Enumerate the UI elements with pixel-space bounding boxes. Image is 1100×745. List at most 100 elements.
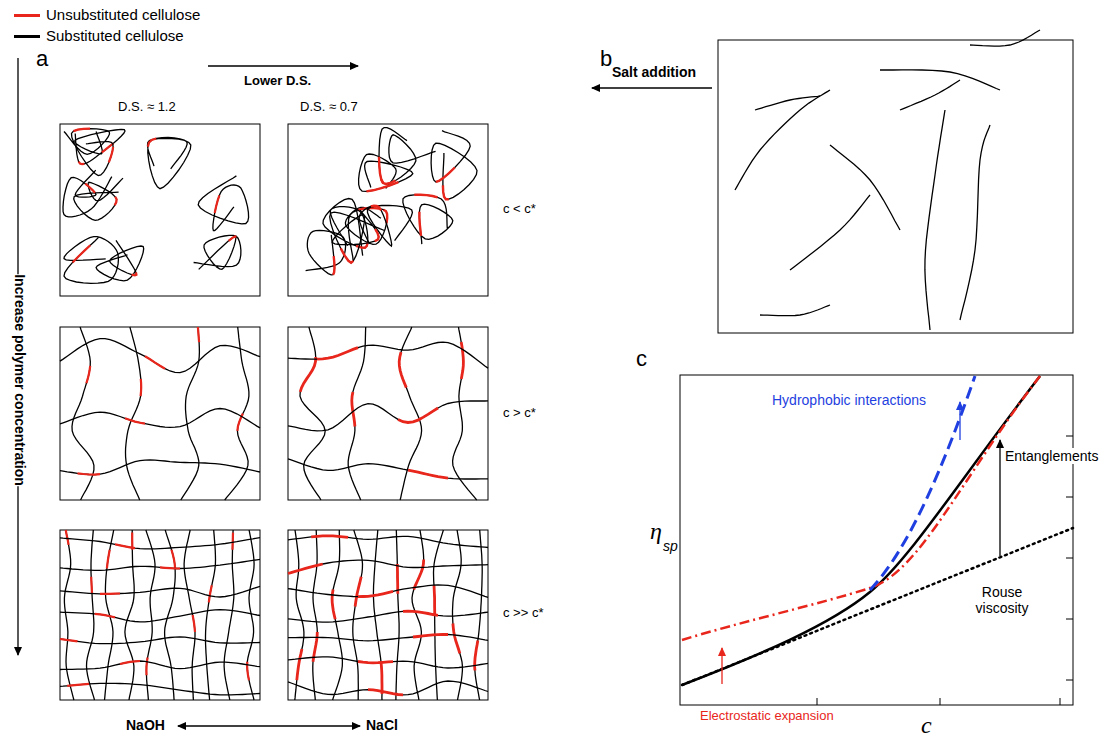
- polymer-chain: [64, 129, 113, 176]
- unsubstituted-segment: [461, 342, 463, 379]
- polymer-chain: [295, 530, 304, 700]
- unsubstituted-segment: [300, 357, 316, 392]
- polymer-chain: [288, 681, 488, 695]
- rod-chain: [755, 96, 820, 110]
- axis-tick: [1066, 558, 1073, 559]
- axis-label: c: [921, 712, 932, 740]
- unsubstituted-segment: [413, 634, 448, 637]
- unsubstituted-segment: [352, 392, 355, 427]
- axis-label: η: [650, 518, 662, 546]
- axis-tick: [1066, 436, 1073, 437]
- polymer-chain: [60, 637, 260, 644]
- polymer-chain: [431, 131, 477, 200]
- legend-text: Substituted cellulose: [46, 27, 184, 44]
- polymer-chain: [288, 536, 488, 548]
- axis-tick: [1066, 680, 1073, 681]
- curve: [682, 376, 1040, 640]
- rod-chain: [830, 145, 900, 230]
- rod-chain: [970, 30, 1040, 46]
- unsubstituted-segment: [60, 639, 78, 641]
- panel-letter: c: [636, 346, 647, 371]
- polymer-chain: [403, 195, 453, 244]
- ds-label: D.S. ≈ 0.7: [300, 100, 358, 115]
- plot-frame: [680, 375, 1073, 705]
- unsubstituted-segment: [436, 168, 455, 182]
- rod-chain: [760, 305, 830, 316]
- unsubstituted-segment: [85, 184, 95, 193]
- polymer-chain: [60, 559, 260, 570]
- arrow-label: Salt addition: [612, 64, 696, 80]
- unsubstituted-segment: [132, 273, 137, 276]
- annotation: Rouse viscosity: [966, 584, 1038, 616]
- polymer-chain: [288, 611, 488, 622]
- panel-box: [60, 327, 260, 500]
- polymer-chain: [332, 530, 342, 700]
- unsubstituted-segment: [381, 662, 382, 694]
- polymer-chain: [181, 327, 200, 500]
- polymer-chain: [475, 530, 483, 700]
- polymer-chain: [60, 661, 260, 670]
- unsubstituted-segment: [125, 418, 145, 423]
- unsubstituted-segment: [358, 591, 393, 596]
- axis-label: sp: [663, 538, 678, 554]
- unsubstituted-segment: [145, 356, 165, 368]
- panel-box: [60, 530, 260, 700]
- rod-chain: [925, 110, 945, 330]
- arrow: [721, 648, 722, 684]
- unsubstituted-segment: [120, 661, 140, 664]
- unsubstituted-segment: [198, 327, 199, 342]
- arrow: [959, 402, 960, 440]
- arrow: [178, 725, 360, 726]
- polymer-chain: [247, 530, 254, 700]
- unsubstituted-segment: [379, 157, 383, 183]
- unsubstituted-segment: [115, 544, 135, 548]
- concentration-label: c >> c*: [503, 606, 543, 621]
- polymer-chain: [353, 530, 363, 700]
- polymer-chain: [399, 327, 421, 500]
- polymer-chain: [125, 530, 134, 700]
- unsubstituted-segment: [193, 615, 195, 632]
- unsubstituted-segment: [311, 536, 348, 538]
- rod-chain: [900, 80, 960, 110]
- unsubstituted-segment: [109, 147, 113, 163]
- unsubstituted-segment: [73, 245, 91, 262]
- polymer-chain: [288, 459, 488, 479]
- unsubstituted-segment: [86, 366, 90, 383]
- axis-tick: [1066, 619, 1073, 620]
- unsubstituted-segment: [332, 590, 335, 620]
- curve: [870, 376, 975, 590]
- unsubstituted-segment: [67, 684, 89, 686]
- unsubstituted-segment: [231, 533, 234, 550]
- salt-label: NaOH: [126, 717, 165, 733]
- panel-box: [60, 124, 260, 296]
- polymer-chain: [60, 460, 260, 475]
- polymer-chain: [60, 409, 260, 428]
- unsubstituted-segment: [107, 550, 110, 569]
- legend-swatch: [14, 35, 40, 38]
- unsubstituted-segment: [297, 649, 302, 680]
- unsubstituted-segment: [403, 611, 438, 615]
- polymer-chain: [60, 339, 260, 373]
- unsubstituted-segment: [66, 530, 69, 545]
- rod-chain: [960, 125, 990, 320]
- polymer-chain: [206, 530, 216, 700]
- polymer-chain: [198, 176, 248, 231]
- concentration-label: c > c*: [503, 406, 536, 421]
- axis-note: Increase polymer concentration: [12, 274, 28, 486]
- unsubstituted-segment: [433, 585, 437, 615]
- polymer-chain: [165, 530, 176, 700]
- polymer-chain: [60, 538, 260, 549]
- panel-box: [288, 124, 488, 296]
- unsubstituted-segment: [90, 577, 93, 594]
- unsubstituted-segment: [317, 348, 358, 360]
- polymer-chain: [60, 683, 260, 695]
- polymer-chain: [60, 610, 260, 622]
- unsubstituted-segment: [229, 236, 236, 240]
- axis-tick: [1066, 497, 1073, 498]
- arrow: [208, 65, 358, 66]
- axis-tick: [817, 698, 818, 705]
- panel-box: [288, 530, 488, 700]
- unsubstituted-segment: [414, 195, 437, 198]
- unsubstituted-segment: [115, 197, 117, 206]
- ds-label: D.S. ≈ 1.2: [118, 100, 176, 115]
